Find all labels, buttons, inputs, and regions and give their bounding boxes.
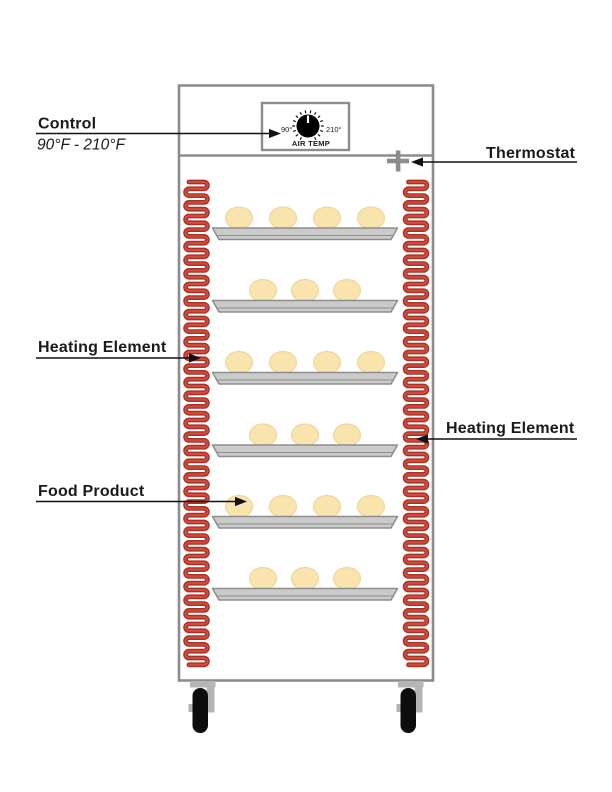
bun [268,206,298,230]
knob-tick [292,129,296,132]
tray-row [211,494,399,529]
knob-tick [299,136,303,140]
bun [356,350,386,375]
caster-axle [188,704,196,712]
tray-row [211,566,399,601]
arrowhead [416,434,428,444]
knob-ticks [292,110,324,140]
temp-knob [296,114,320,138]
bun [332,278,362,303]
caster-leg [414,686,423,713]
bun [248,278,278,303]
knob-tick [295,115,299,119]
knob-tick [317,115,321,119]
tray [211,371,399,385]
tray [211,444,399,458]
tray [211,299,399,313]
knob-tick [320,120,324,123]
food-product-label: Food Product [38,483,145,500]
caster-plate [398,681,424,688]
casters [188,681,424,733]
tray-row [211,423,399,458]
thermostat-label: Thermostat [486,145,576,162]
arrowhead [189,353,201,363]
bun [290,566,320,591]
tray [211,515,399,529]
thermostat-icon-hbar [387,158,409,164]
callout-labels: Control 90°F - 210°F Thermostat Heating … [37,116,576,501]
control-range-label: 90°F - 210°F [37,137,126,154]
knob-tick [313,136,317,140]
thermostat-leader [411,157,577,167]
caster-plate [190,681,216,688]
coil-tube-core [184,180,209,666]
tray-stack [211,206,399,601]
tray-row [211,350,399,385]
thermostat-icon [387,150,409,172]
leader-arrows [36,128,577,507]
arrowhead [269,128,281,139]
arrowhead [411,157,423,167]
heating-left-leader [36,353,201,363]
bun [224,206,254,230]
bun [290,278,320,303]
knob-tick [292,120,296,123]
bun [290,423,320,447]
control-panel: 90° 210° AIR TEMP [260,101,351,152]
coil-tube-core [404,180,428,666]
food-product-leader [36,496,247,507]
bun [248,423,278,447]
tray-row [211,206,399,241]
caster-axle [396,704,404,712]
bun [332,423,362,447]
knob-tick [299,112,303,116]
heating-element-right-label: Heating Element [446,420,575,437]
right-caster [396,681,424,733]
tray [211,227,399,241]
dial-caption: AIR TEMP [292,139,330,148]
bun [312,206,342,230]
bun [268,494,298,519]
bun [312,494,342,519]
knob-tick [320,129,324,132]
arrowhead [235,496,247,507]
right-heating-coil [402,179,430,668]
tray-row [211,278,399,313]
knob-tick [295,133,299,137]
left-caster [188,681,216,733]
bun [356,206,386,230]
knob-tick [317,133,321,137]
dial-min-label: 90° [281,125,292,134]
bun [268,350,298,375]
caster-wheel [400,688,416,733]
bun [332,566,362,591]
bun [224,350,254,375]
heating-element-left-label: Heating Element [38,339,167,356]
control-label: Control [38,116,96,133]
knob-tick [313,112,317,116]
bun [248,566,278,591]
heating-coils [183,179,430,668]
left-heating-coil [183,179,210,668]
caster-wheel [192,688,208,733]
bun [312,350,342,375]
bun [356,494,386,519]
dial-max-label: 210° [326,125,342,134]
control-leader [36,128,281,139]
heating-right-leader [416,434,577,444]
tray [211,587,399,601]
caster-leg [206,686,215,713]
